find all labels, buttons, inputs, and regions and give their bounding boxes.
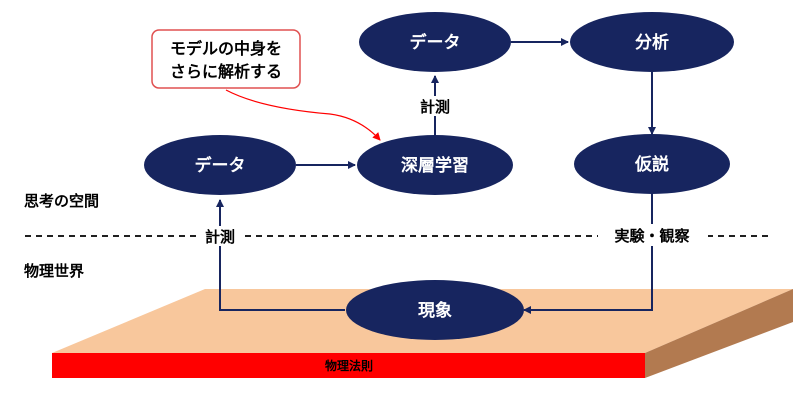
thought-space-label: 思考の空間 bbox=[24, 192, 99, 210]
callout-box bbox=[151, 29, 301, 89]
measure-left-bg bbox=[196, 226, 244, 246]
experiment-bg bbox=[598, 224, 708, 246]
svg-text:データ: データ bbox=[195, 155, 246, 176]
svg-text:現象: 現象 bbox=[418, 300, 452, 321]
svg-text:深層学習: 深層学習 bbox=[401, 155, 469, 176]
node-data-top: データ bbox=[359, 12, 511, 72]
physical-law-bar bbox=[52, 353, 645, 378]
svg-text:仮説: 仮説 bbox=[634, 154, 669, 175]
measure-left-label: 計測 bbox=[205, 228, 235, 246]
physical-law-label: 物理法則 bbox=[325, 358, 373, 373]
measure-top-label: 計測 bbox=[420, 98, 450, 116]
node-analysis: 分析 bbox=[570, 12, 734, 72]
node-data-left: データ bbox=[144, 135, 296, 195]
callout-line2: さらに解析する bbox=[170, 62, 282, 81]
experiment-label: 実験・観察 bbox=[614, 227, 690, 245]
physical-world-label: 物理世界 bbox=[24, 262, 84, 280]
svg-text:データ: データ bbox=[410, 32, 461, 53]
node-deep-learning: 深層学習 bbox=[357, 135, 513, 195]
callout-line1: モデルの中身を bbox=[170, 39, 282, 58]
callout-pointer-arrow bbox=[225, 89, 381, 141]
node-hypothesis: 仮説 bbox=[574, 134, 730, 194]
plate-side bbox=[645, 289, 793, 378]
measure-top-bg bbox=[411, 96, 459, 116]
svg-text:分析: 分析 bbox=[635, 32, 669, 53]
node-phenomenon: 現象 bbox=[346, 280, 524, 340]
